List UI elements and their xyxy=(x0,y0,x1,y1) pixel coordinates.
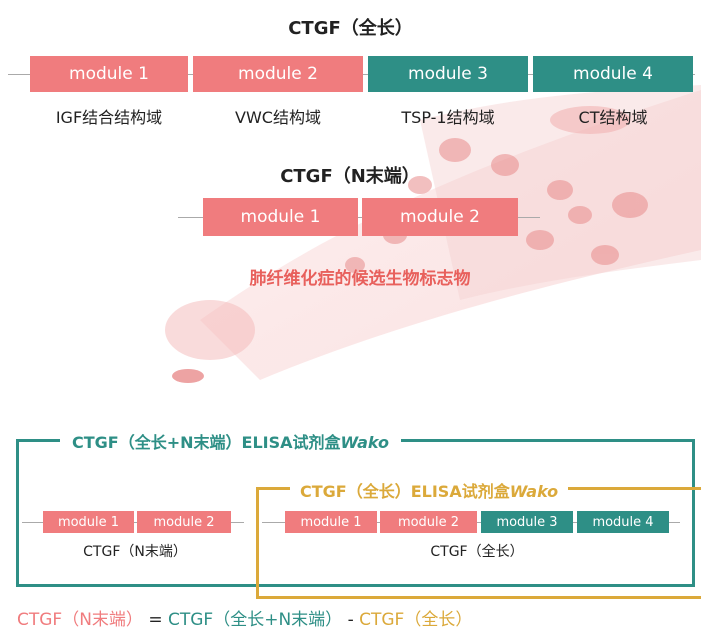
kit-inner-module-2: module 2 xyxy=(380,511,477,533)
formula: CTGF（N末端） = CTGF（全长+N末端） - CTGF（全长） xyxy=(17,605,472,630)
kit-outer-caption: CTGF（N末端） xyxy=(83,544,187,560)
kit-inner-module-4: module 4 xyxy=(577,511,669,533)
biomarker-subtitle: 肺纤维化症的候选生物标志物 xyxy=(249,269,471,289)
kit-outer-title: CTGF（全长+N末端）ELISA试剂盒Wako xyxy=(60,429,401,453)
n-terminal-module-2-block: module 2 xyxy=(362,198,518,236)
kit-outer-brand: Wako xyxy=(340,433,389,452)
formula-n-terminal: CTGF（N末端） xyxy=(17,610,143,630)
kit-inner-title-text: CTGF（全长）ELISA试剂盒 xyxy=(300,482,510,501)
module-3-block: module 3 xyxy=(368,56,528,92)
kit-inner-module-3: module 3 xyxy=(481,511,573,533)
kit-outer-module-2: module 2 xyxy=(137,511,231,533)
kit-outer-module-1: module 1 xyxy=(43,511,134,533)
kit-inner-brand: Wako xyxy=(509,482,559,501)
formula-full-length: CTGF（全长） xyxy=(359,610,473,630)
module-2-block: module 2 xyxy=(193,56,363,92)
kit-inner-title: CTGF（全长）ELISA试剂盒Wako xyxy=(290,478,569,502)
formula-equals: = xyxy=(142,610,168,630)
domain-label-ct: CT结构域 xyxy=(578,108,648,127)
module-1-block: module 1 xyxy=(30,56,188,92)
module-4-block: module 4 xyxy=(533,56,693,92)
formula-total: CTGF（全长+N末端） xyxy=(168,610,343,630)
kit-inner-caption: CTGF（全长） xyxy=(430,544,524,560)
n-terminal-backbone-line xyxy=(178,217,540,218)
formula-minus: - xyxy=(342,610,360,630)
domain-label-tsp1: TSP-1结构域 xyxy=(401,108,495,127)
kit-inner-module-1: module 1 xyxy=(285,511,377,533)
n-terminal-title: CTGF（N末端） xyxy=(280,166,420,187)
domain-label-igf: IGF结合结构域 xyxy=(55,108,163,127)
domain-label-vwc: VWC结构域 xyxy=(235,108,321,127)
n-terminal-module-1-block: module 1 xyxy=(203,198,358,236)
kit-outer-title-text: CTGF（全长+N末端）ELISA试剂盒 xyxy=(72,433,341,452)
full-length-title: CTGF（全长） xyxy=(288,18,413,39)
